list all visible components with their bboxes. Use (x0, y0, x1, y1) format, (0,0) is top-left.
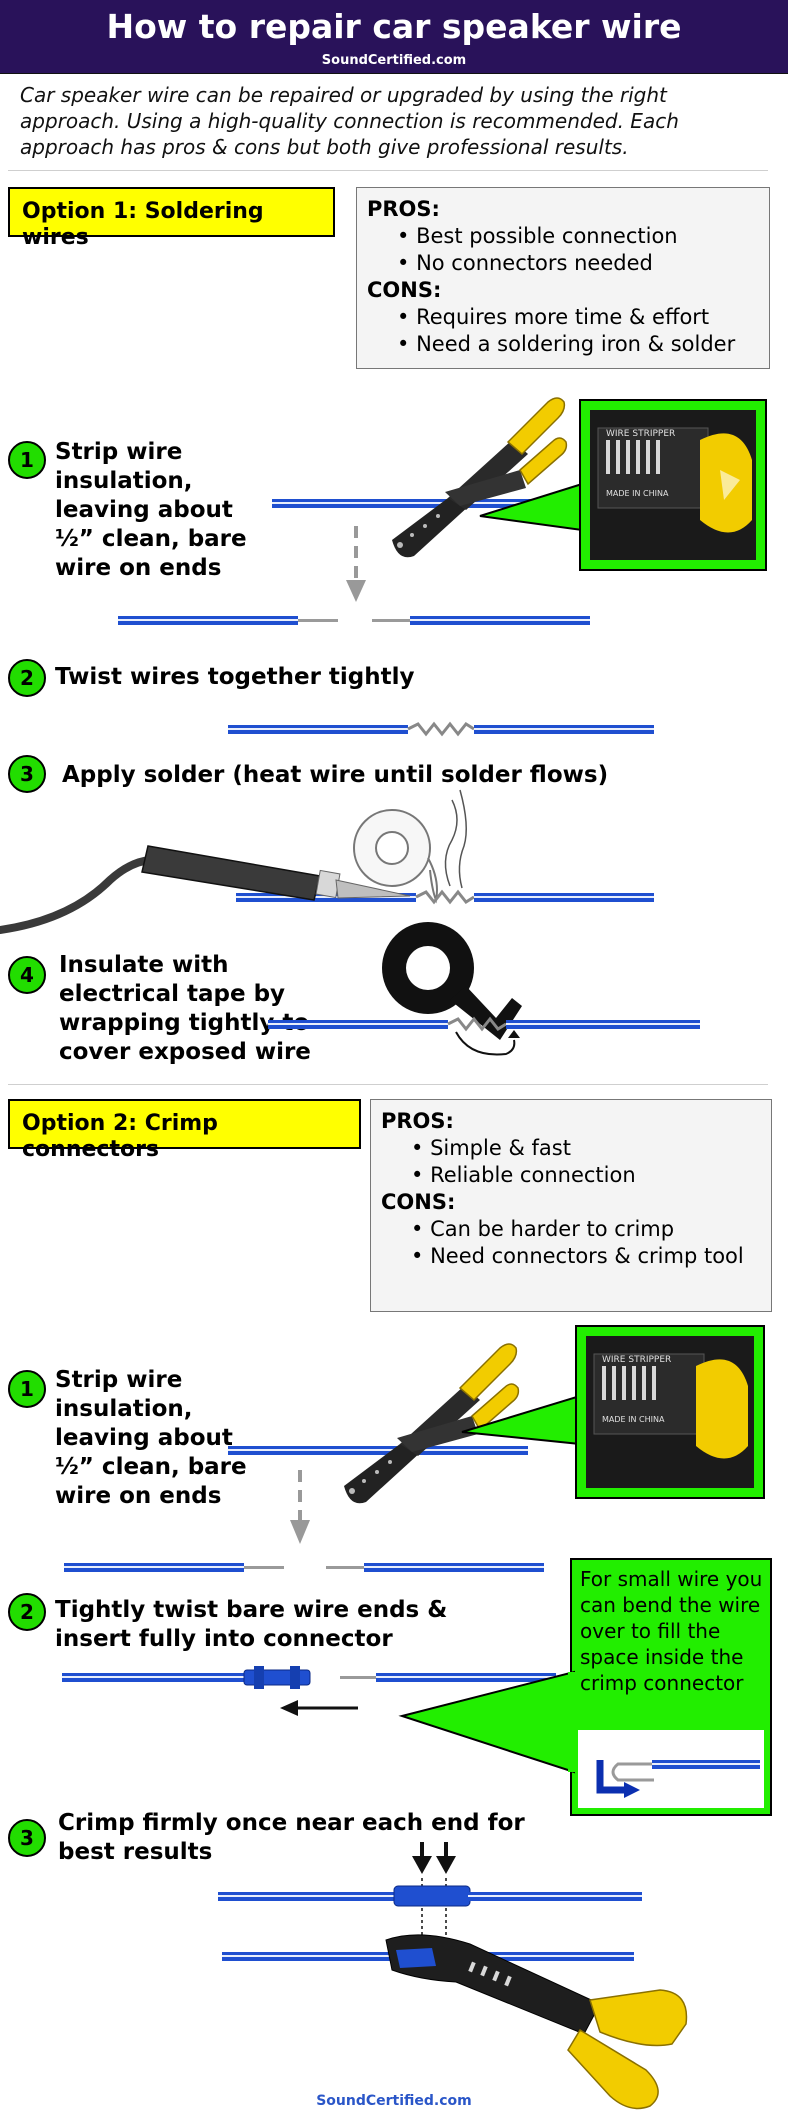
solder-spool (353, 809, 438, 904)
con-item: Requires more time & effort (367, 304, 759, 331)
pro-item: Simple & fast (381, 1135, 761, 1162)
stripper-photo-callout: WIRE STRIPPER MADE IN CHINA (461, 1325, 765, 1499)
wire-stripper-tool (344, 1343, 520, 1504)
step-badge: 2 (8, 659, 46, 697)
wire (272, 499, 534, 508)
page-title: How to repair car speaker wire (106, 7, 682, 46)
intro-text: Car speaker wire can be repaired or upgr… (20, 83, 679, 159)
step-text: Tightly twist bare wire ends & insert fu… (55, 1597, 448, 1652)
tip-text: For small wire you can bend the wire ove… (580, 1567, 763, 1695)
photo-sublabel: MADE IN CHINA (602, 1415, 665, 1424)
pro-item: Reliable connection (381, 1162, 761, 1189)
photo-label: WIRE STRIPPER (606, 429, 675, 439)
stripped-wires (64, 1563, 544, 1572)
step-badge: 3 (8, 1819, 46, 1857)
footer-site-link[interactable]: SoundCertified.com (316, 2093, 472, 2109)
stripped-wires (118, 616, 590, 625)
step-badge: 3 (8, 755, 46, 793)
stripper-photo-callout: WIRE STRIPPER MADE IN CHINA (479, 399, 767, 571)
con-item: Need a soldering iron & solder (367, 331, 759, 358)
bent-wire-inset (578, 1730, 764, 1808)
crimp-tool (222, 1934, 688, 2110)
crimped-connector-wire (218, 1885, 642, 1907)
photo-sublabel: MADE IN CHINA (606, 489, 669, 498)
step-badge: 1 (8, 441, 46, 479)
site-name: SoundCertified.com (321, 53, 467, 68)
wire-with-connector (62, 1666, 556, 1689)
step-badge: 1 (8, 1370, 46, 1408)
con-item: Can be harder to crimp (381, 1216, 761, 1243)
solder-smoke (444, 789, 467, 889)
cons-heading: CONS: (367, 278, 442, 302)
option2-label: Option 2: Crimp connectors (8, 1099, 361, 1162)
photo-label: WIRE STRIPPER (602, 1355, 671, 1365)
divider (8, 170, 768, 171)
down-arrow (346, 526, 366, 602)
wire-stripper-tool (392, 397, 568, 558)
down-arrow (290, 1470, 310, 1544)
step-text: Strip wire insulation, leaving about ½” … (55, 439, 247, 581)
option2-pros-cons: PROS: Simple & fast Reliable connection … (370, 1099, 772, 1312)
pros-heading: PROS: (381, 1109, 454, 1133)
taped-wires (268, 1016, 700, 1056)
left-arrow (280, 1700, 358, 1716)
soldered-wires (236, 889, 654, 905)
twisted-wires (228, 721, 654, 737)
option1-label: Option 1: Soldering wires (8, 187, 335, 250)
step-text: Twist wires together tightly (55, 664, 415, 690)
divider (8, 1084, 768, 1085)
step-text: Crimp firmly once near each end for best… (58, 1810, 525, 1865)
header-banner (0, 0, 788, 74)
tip-pointer (398, 1670, 578, 1774)
pro-item: No connectors needed (367, 250, 759, 277)
step-badge: 2 (8, 1593, 46, 1631)
con-item: Need connectors & crimp tool (381, 1243, 761, 1270)
step-text: Insulate with electrical tape by wrappin… (59, 952, 311, 1065)
cons-heading: CONS: (381, 1190, 456, 1214)
wire (228, 1446, 528, 1455)
step-badge: 4 (8, 956, 46, 994)
option1-pros-cons: PROS: Best possible connection No connec… (356, 187, 770, 369)
pro-item: Best possible connection (367, 223, 759, 250)
pros-heading: PROS: (367, 197, 440, 221)
soldering-iron (0, 845, 411, 934)
step-text: Apply solder (heat wire until solder flo… (62, 762, 609, 788)
step-text: Strip wire insulation, leaving about ½” … (55, 1367, 247, 1509)
